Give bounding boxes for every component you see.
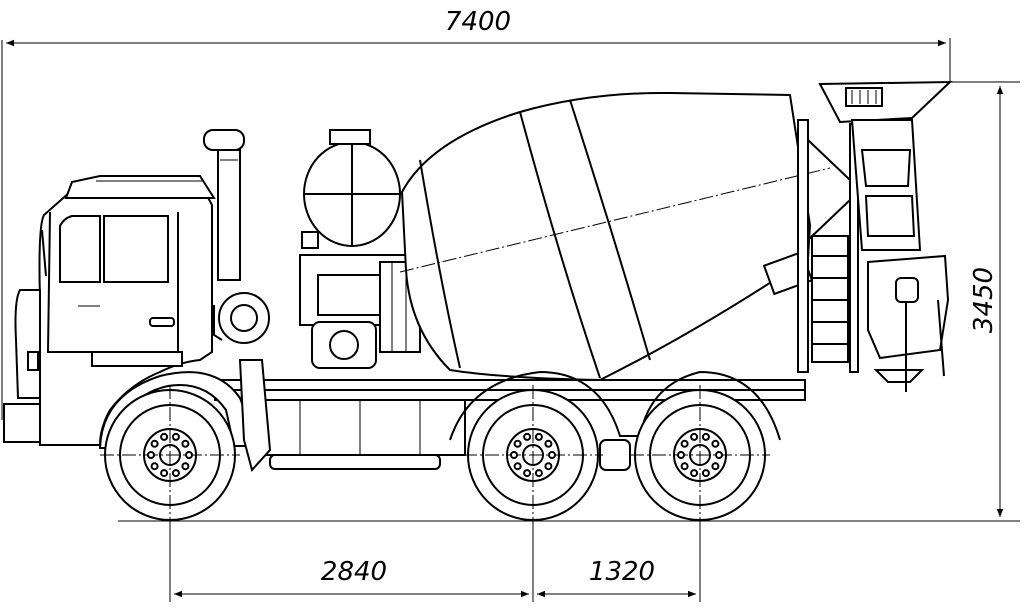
lug-nut <box>690 432 699 441</box>
exhaust-stack <box>203 129 245 281</box>
lug-nut <box>715 451 723 459</box>
mixer-drum <box>399 91 831 382</box>
lug-nut <box>701 469 710 478</box>
lug-nut <box>711 439 720 448</box>
lug-nut <box>690 469 699 478</box>
rear-ladder <box>811 235 849 363</box>
lug-nut <box>534 432 543 441</box>
dimension-overall-length: 7400 <box>1 7 951 420</box>
lug-nut <box>513 439 522 448</box>
discharge-chute <box>867 254 950 392</box>
lug-nut <box>680 462 689 471</box>
drum-drive-unit <box>299 254 421 369</box>
wheelbase-2840-label: 2840 <box>321 557 387 587</box>
lug-nut <box>523 432 532 441</box>
lug-nut <box>150 462 159 471</box>
lug-nut <box>534 469 543 478</box>
lug-nut <box>160 432 169 441</box>
overall-length-label: 7400 <box>445 7 511 37</box>
lug-nut <box>544 462 553 471</box>
rear-bogie-fender <box>449 370 781 441</box>
lug-nut <box>160 469 169 478</box>
lug-nut <box>171 432 180 441</box>
lug-nut <box>548 451 556 459</box>
lug-nut <box>513 462 522 471</box>
overall-height-label: 3450 <box>969 267 999 333</box>
lug-nut <box>680 439 689 448</box>
lug-nut <box>147 451 155 459</box>
wheelbase-1320-label: 1320 <box>589 557 655 587</box>
lug-nut <box>150 439 159 448</box>
dimension-wheelbase-2840: 2840 <box>169 498 529 602</box>
wheel-lug-nuts <box>147 432 723 478</box>
lug-nut <box>510 451 518 459</box>
dimension-wheelbase-1320: 1320 <box>532 498 701 602</box>
wheel-centerlines <box>100 385 770 525</box>
lug-nut <box>523 469 532 478</box>
rear-support-frame <box>797 119 859 373</box>
dimension-overall-height: 3450 <box>600 81 1020 522</box>
water-tank <box>301 129 401 249</box>
loading-hopper <box>818 80 953 251</box>
lug-nut <box>181 439 190 448</box>
lug-nut <box>711 462 720 471</box>
lug-nut <box>171 469 180 478</box>
lug-nut <box>544 439 553 448</box>
lug-nut <box>701 432 710 441</box>
lug-nut <box>677 451 685 459</box>
lug-nut <box>181 462 190 471</box>
truck-cab <box>3 175 254 449</box>
air-filter <box>213 292 272 473</box>
lug-nut <box>185 451 193 459</box>
